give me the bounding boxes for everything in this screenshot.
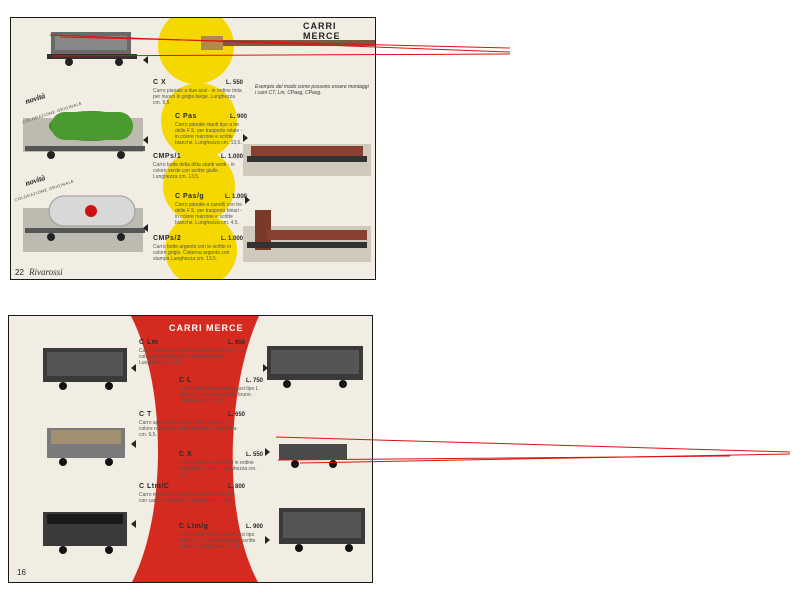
entry-price: L. 800 [227, 484, 245, 490]
entry-cltmc: C Ltm/C L. 800 Carro merci aperto a due … [139, 483, 245, 504]
pointer-arrow-left [131, 364, 136, 372]
entry-price: L. 1.000 [220, 236, 243, 242]
red-accent-shape [131, 316, 259, 582]
entry-code: CMPs/1 [153, 153, 182, 160]
pointer-arrow-left [143, 224, 148, 232]
entry-code: C X [153, 79, 167, 86]
stake-wagon-2 [243, 210, 371, 262]
page-bottom-artwork [43, 316, 365, 582]
tank-wagon-silver [23, 195, 145, 252]
catalog-page-bottom: CARRI MERCE C Lm L. 650 Carro merci aper… [8, 315, 373, 583]
page-number: 16 [17, 568, 26, 577]
mounting-note: Esempio del modo come possono essere mon… [255, 84, 369, 96]
entry-cltmg: C Ltm/g L. 900 Carro merci aperto a due … [179, 523, 263, 550]
flat-wagon [279, 444, 347, 468]
pointer-arrow-left [143, 56, 148, 64]
entry-code: CMPs/2 [153, 235, 182, 242]
pointer-arrow-right [265, 536, 270, 544]
entry-code: C Ltm/g [179, 523, 209, 530]
entry-desc: Carro merci aperto a due assi tipo delle… [179, 532, 256, 550]
pointer-arrow-right [265, 448, 270, 456]
entry-cl: C L L. 750 Carro merci aperto a due assi… [179, 377, 263, 404]
tank-wagon-green [23, 111, 145, 159]
catalog-page-top: CARRI MERCE novità COLORAZIONE ORIGINALE… [10, 17, 376, 280]
coal-wagon [43, 512, 127, 554]
entry-code: C Ltm/C [139, 483, 170, 490]
entry-price: L. 650 [227, 412, 245, 418]
entry-price: L. 1.000 [220, 154, 243, 160]
entry-cx: C X L. 550 Carro pianale a due assi - in… [153, 79, 243, 106]
entry-code: C L [179, 377, 192, 384]
brand-mark: Rivarossi [29, 267, 63, 277]
page-number: 22 [15, 268, 24, 277]
entry-cmps2: CMPs/2 L. 1.000 Carro botte argento con … [153, 235, 243, 262]
entry-desc: Carro botte della ditta stanti verdi - i… [153, 162, 235, 180]
entry-code: C Lm [139, 339, 159, 346]
entry-cpasg: C Pas/g L. 1.000 Carro pianale a carrell… [175, 193, 247, 226]
stake-wagon-1 [243, 144, 371, 176]
entry-price: L. 550 [225, 80, 243, 86]
entry-code: C X [179, 451, 193, 458]
page-header: CARRI MERCE [303, 21, 341, 41]
entry-code: C Pas/g [175, 193, 205, 200]
open-wagon-1 [43, 348, 127, 390]
open-wagon-2 [267, 346, 363, 388]
entry-price: L. 550 [245, 452, 263, 458]
entry-desc: Carro merci aperto a due assi tipo delle… [139, 492, 237, 504]
entry-desc: Carro aperto a due assi carico di travi … [139, 420, 237, 438]
entry-cpas: C Pas L. 900 Carro pianale stanti tipo a… [175, 113, 247, 146]
pointer-arrow-left [131, 520, 136, 528]
entry-code: C Pas [175, 113, 197, 120]
pointer-arrow-right [263, 364, 268, 372]
entry-desc: Carro botte argento con le scritte in co… [153, 244, 232, 262]
wagon-illustration-top [47, 32, 137, 66]
entry-desc: Carro pianale stanti tipo a tre delle F.… [175, 122, 243, 146]
entry-price: L. 650 [227, 340, 245, 346]
entry-desc: Carro pianale a due assi - in ordine tin… [153, 88, 242, 106]
entry-clm: C Lm L. 650 Carro merci aperto a due ass… [139, 339, 245, 366]
open-wagon-3 [279, 508, 365, 552]
pointer-arrow-right [245, 196, 250, 204]
entry-ct: C T L. 650 Carro aperto a due assi caric… [139, 411, 245, 438]
entry-desc: Carro merci aperto a due assi tipo delle… [139, 348, 245, 366]
page-header: CARRI MERCE [169, 323, 244, 333]
entry-desc: Carro pianale a due assi in ordine tinta… [179, 460, 257, 478]
pointer-arrow-right [243, 134, 248, 142]
entry-cx: C X L. 550 Carro pianale a due assi in o… [179, 451, 263, 478]
entry-price: L. 900 [245, 524, 263, 530]
entry-cmps1: CMPs/1 L. 1.000 Carro botte della ditta … [153, 153, 243, 180]
entry-desc: Carro merci aperto a due assi tipo L del… [179, 386, 259, 404]
pointer-arrow-left [131, 440, 136, 448]
entry-price: L. 1.000 [224, 194, 247, 200]
entry-desc: Carro pianale a carrelli con tre delle F… [175, 202, 242, 226]
yellow-accent-shapes [158, 18, 237, 279]
entry-code: C T [139, 411, 152, 418]
annotation-line [299, 453, 791, 464]
pointer-arrow-left [143, 136, 148, 144]
entry-price: L. 750 [245, 378, 263, 384]
timber-wagon [47, 428, 125, 466]
entry-price: L. 900 [229, 114, 247, 120]
